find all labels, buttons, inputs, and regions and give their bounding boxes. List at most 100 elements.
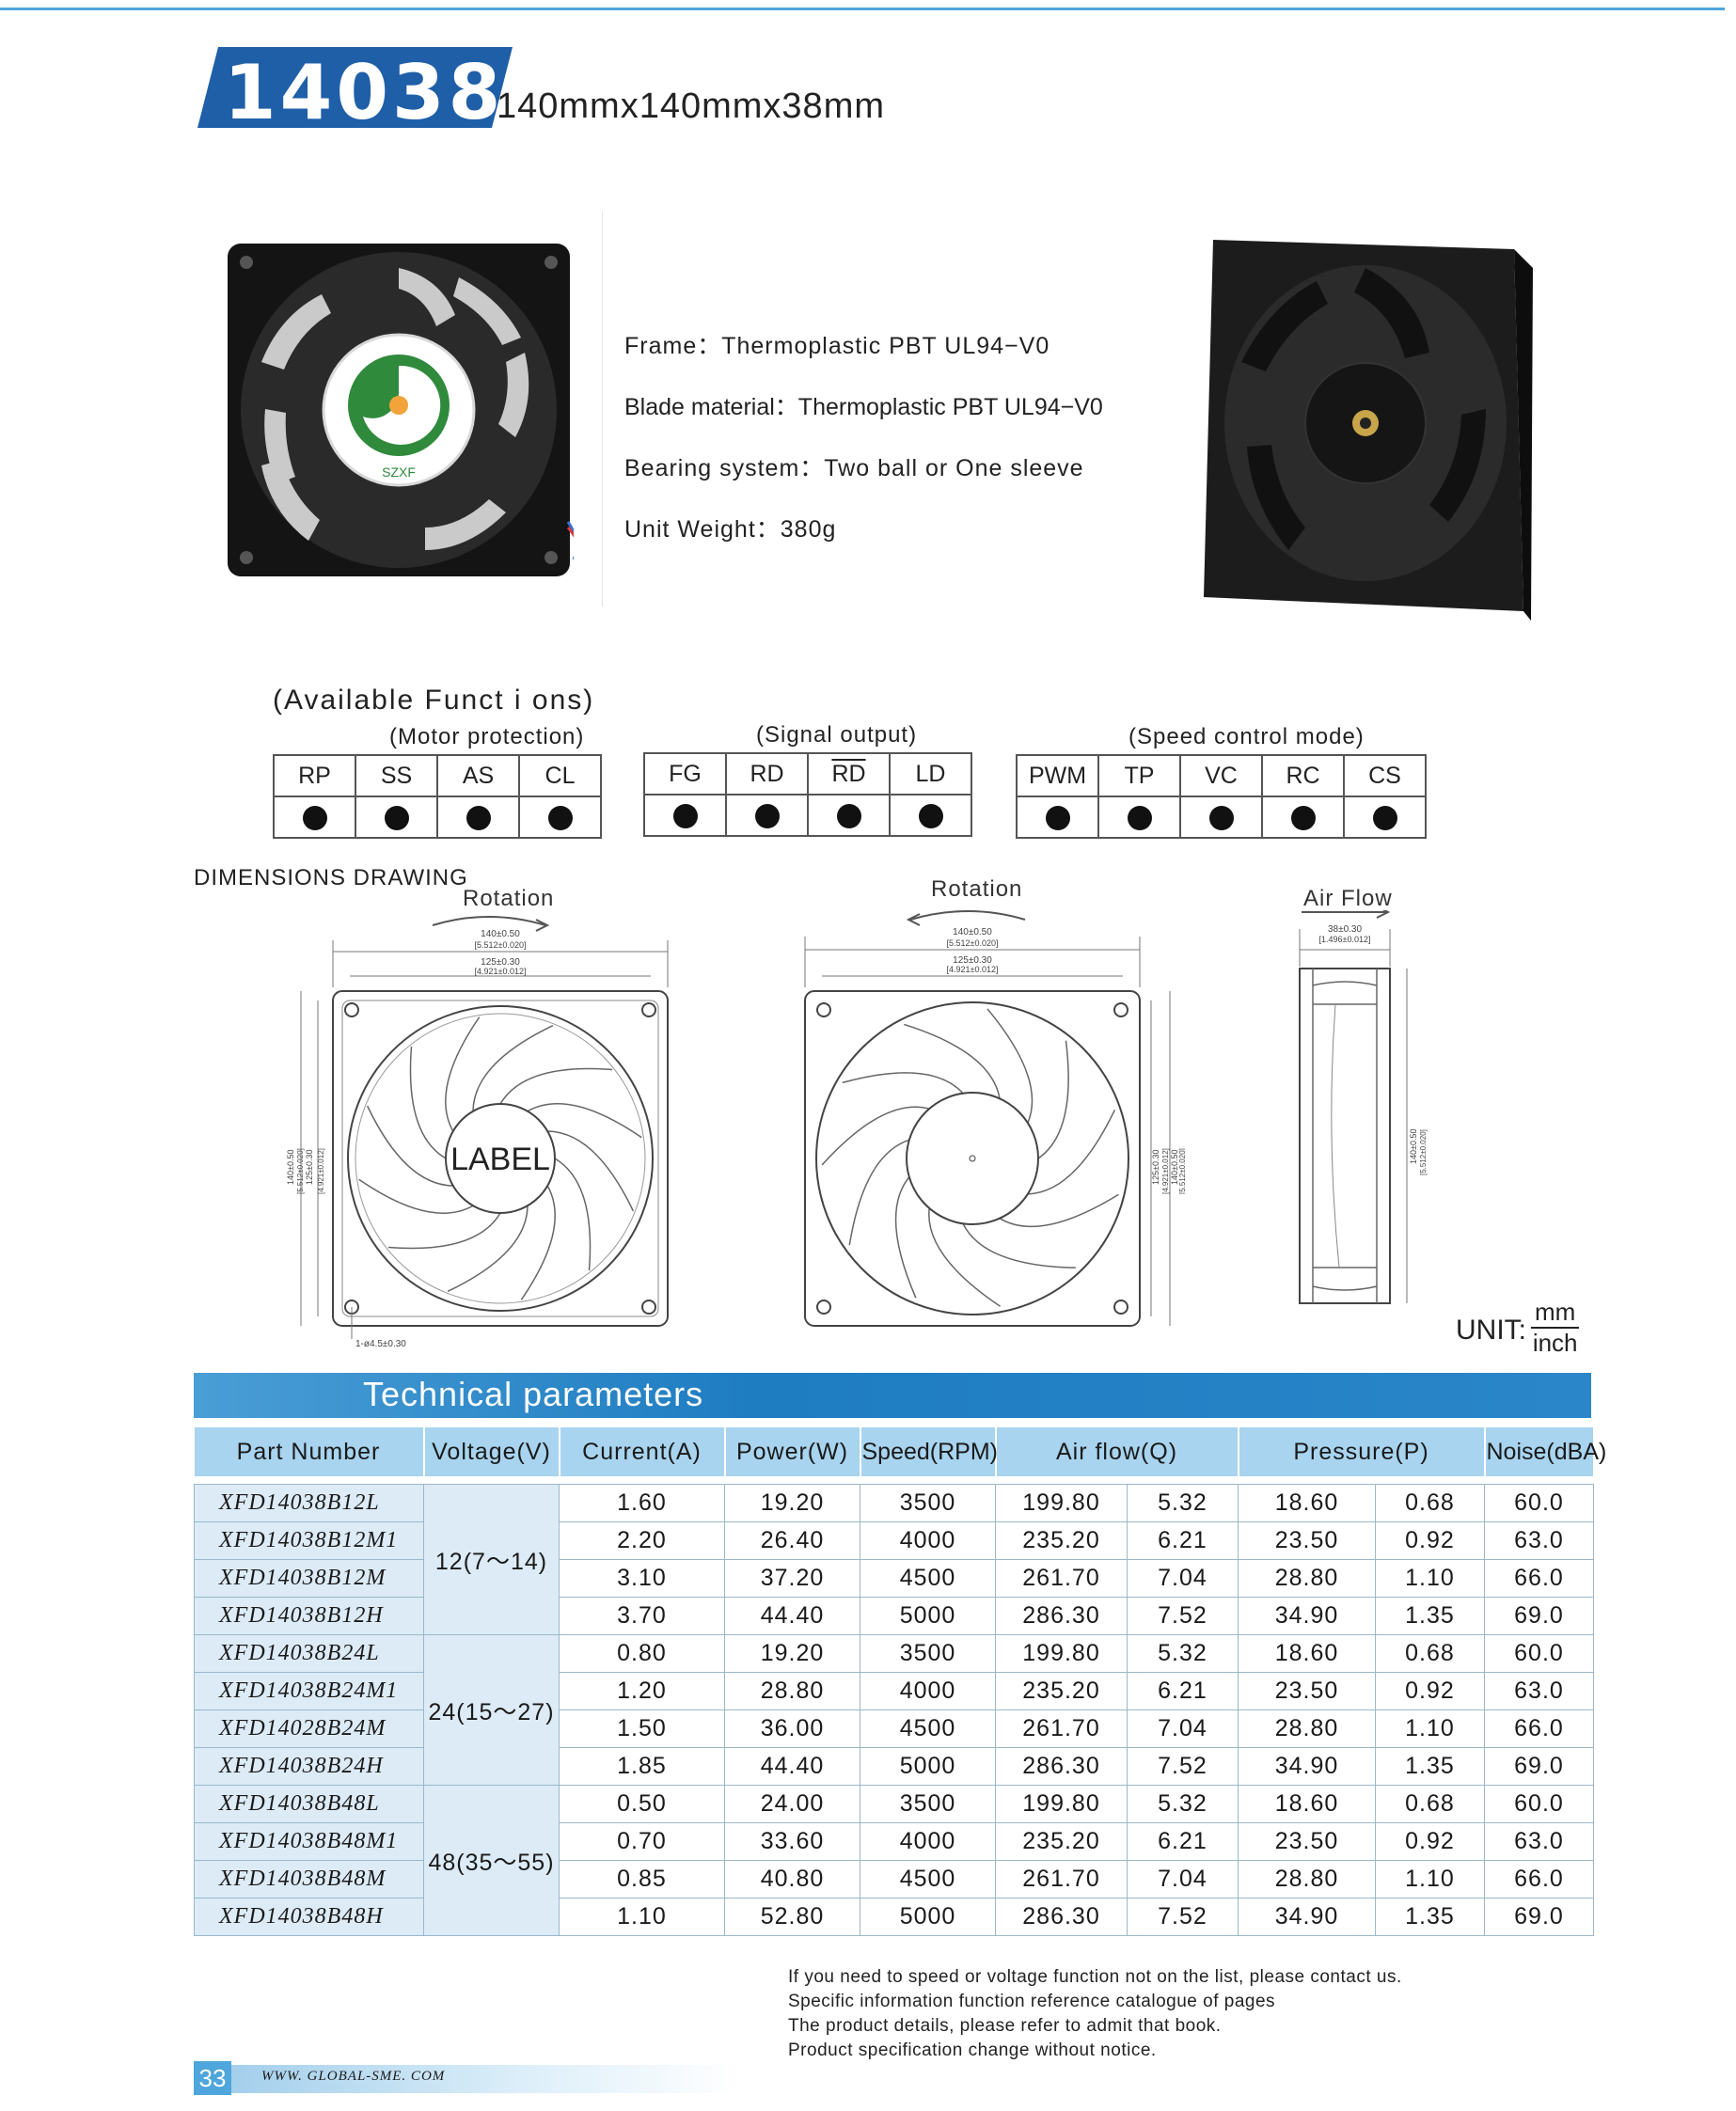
airflow-cmm-cell: 7.04	[1127, 1860, 1239, 1898]
dimensions-title: DIMENSIONS DRAWING	[194, 865, 468, 890]
front-dim-inner-in: [4.921±0.012]	[475, 967, 527, 976]
noise-cell: 66.0	[1484, 1860, 1594, 1898]
speed-control-label: (Speed control mode)	[1128, 724, 1365, 749]
header-voltage: Voltage(V)	[423, 1427, 560, 1476]
part-number-cell: XFD14038B12H	[194, 1597, 424, 1635]
rotation-label-front: Rotation	[463, 886, 555, 911]
pressure-pa-cell: 23.50	[1238, 1822, 1376, 1861]
fan-front-photo: SZXF	[228, 244, 574, 576]
front-dim-inner: 125±0.30	[481, 957, 520, 968]
power-cell: 28.80	[724, 1672, 860, 1710]
side-dim-vert-outer: 140±0.50	[1409, 1129, 1418, 1164]
pressure-pa-cell: 34.90	[1238, 1597, 1376, 1635]
fan-back-photo	[1204, 240, 1533, 621]
signal-output-label: (Signal output)	[756, 722, 918, 748]
spec-weight: Unit Weight：380g	[624, 516, 837, 543]
pressure-inh2o-cell: 1.10	[1375, 1559, 1485, 1598]
fan-blade-line	[1037, 1040, 1069, 1159]
photo-logo-text: SZXF	[382, 465, 416, 480]
part-number-cell: XFD14038B24H	[194, 1747, 424, 1786]
header-part-number: Part Number	[194, 1427, 425, 1476]
airflow-cfm-cell: 235.20	[995, 1822, 1128, 1861]
fan-blade-line	[554, 1158, 592, 1271]
pressure-inh2o-cell: 0.92	[1375, 1672, 1485, 1710]
airflow-cmm-cell: 6.21	[1127, 1822, 1239, 1861]
fan-blade-line	[499, 1067, 613, 1105]
airflow-cfm-cell: 261.70	[995, 1559, 1128, 1598]
header-power: Power(W)	[724, 1427, 861, 1476]
part-number-cell: XFD14038B12L	[194, 1484, 424, 1522]
pressure-inh2o-cell: 1.10	[1375, 1709, 1485, 1748]
model-number: 14038	[224, 49, 505, 136]
speed-cell: 4500	[860, 1709, 996, 1748]
fan-blade-line	[904, 1023, 1001, 1099]
current-cell: 1.10	[559, 1898, 725, 1936]
pressure-inh2o-cell: 0.92	[1375, 1521, 1485, 1560]
speed-cell: 4000	[860, 1672, 996, 1710]
current-cell: 1.50	[559, 1709, 725, 1748]
airflow-cmm-cell: 5.32	[1127, 1634, 1239, 1673]
part-number-cell: XFD14038B24M1	[194, 1672, 424, 1710]
pressure-inh2o-cell: 0.92	[1375, 1822, 1485, 1861]
header-air-flow: Air flow(Q)	[995, 1427, 1239, 1476]
bullet-icon	[672, 803, 698, 828]
front-dim-outer-in: [5.512±0.020]	[475, 940, 527, 950]
website-link[interactable]: WWW. GLOBAL-SME. COM	[261, 2069, 446, 2084]
airflow-cmm-cell: 5.32	[1127, 1484, 1239, 1522]
speed-cell: 3500	[860, 1484, 996, 1522]
fan-blade-line	[962, 1222, 1076, 1269]
airflow-cmm-cell: 6.21	[1127, 1521, 1239, 1560]
airflow-cmm-cell: 7.52	[1127, 1747, 1239, 1786]
part-number-cell: XFD14028B24M	[194, 1709, 424, 1748]
hole-dimension: 1-ø4.5±0.30	[355, 1339, 406, 1349]
power-cell: 52.80	[724, 1898, 860, 1936]
front-dim-vert-outer: 140±0.50	[286, 1150, 295, 1185]
back-dim-outer-in: [5.512±0.020]	[947, 938, 999, 948]
pressure-pa-cell: 34.90	[1238, 1898, 1376, 1936]
func-cl: CL	[518, 754, 602, 797]
speed-cell: 5000	[860, 1597, 996, 1635]
signal-output-table: FG RD RD LD	[643, 752, 972, 837]
airflow-cfm-cell: 286.30	[995, 1898, 1128, 1936]
airflow-cfm-cell: 199.80	[995, 1785, 1128, 1823]
unit-mm: mm	[1531, 1298, 1580, 1329]
current-cell: 0.80	[559, 1634, 725, 1673]
motor-protection-table: RP SS AS CL	[273, 754, 602, 839]
back-dim-vert-outer: 140±0.50	[1170, 1150, 1179, 1185]
func-cs: CS	[1343, 754, 1427, 797]
current-cell: 0.85	[559, 1860, 725, 1898]
noise-cell: 63.0	[1484, 1521, 1594, 1560]
speed-cell: 5000	[860, 1747, 996, 1786]
current-cell: 3.70	[559, 1597, 725, 1635]
front-dim-outer: 140±0.50	[481, 929, 520, 939]
pressure-pa-cell: 18.60	[1238, 1785, 1376, 1823]
power-cell: 37.20	[724, 1559, 860, 1598]
unit-fraction: mm inch	[1531, 1298, 1580, 1358]
divider-line	[602, 212, 603, 607]
fan-blade-line	[894, 1176, 917, 1299]
side-view-drawing: 38±0.30 [1.496±0.012] 140±0.50 [5.512±0.…	[1299, 910, 1428, 1304]
voltage-cell: 24(15～27)	[423, 1634, 560, 1786]
back-dim-vert-inner-in: [4.921±0.012]	[1161, 1148, 1170, 1194]
pressure-inh2o-cell: 0.68	[1375, 1785, 1485, 1823]
part-number-cell: XFD14038B12M	[194, 1559, 424, 1598]
pressure-pa-cell: 23.50	[1238, 1672, 1376, 1710]
noise-cell: 60.0	[1484, 1484, 1594, 1522]
bullet-icon	[918, 803, 943, 828]
back-dim-inner-in: [4.921±0.012]	[947, 965, 999, 974]
pressure-inh2o-cell: 0.68	[1375, 1634, 1485, 1673]
side-dim-depth: 38±0.30	[1328, 924, 1363, 935]
airflow-cfm-cell: 199.80	[995, 1634, 1128, 1673]
fan-blade-line	[520, 1185, 556, 1300]
airflow-cfm-cell: 261.70	[995, 1709, 1128, 1748]
pressure-inh2o-cell: 1.35	[1375, 1747, 1485, 1786]
side-dim-depth-in: [1.496±0.012]	[1319, 935, 1371, 944]
back-dim-vert-outer-in: [5.512±0.020]	[1178, 1148, 1185, 1194]
noise-cell: 66.0	[1484, 1559, 1594, 1598]
fan-blade-line	[999, 1193, 1119, 1228]
part-number-cell: XFD14038B24L	[194, 1634, 424, 1673]
